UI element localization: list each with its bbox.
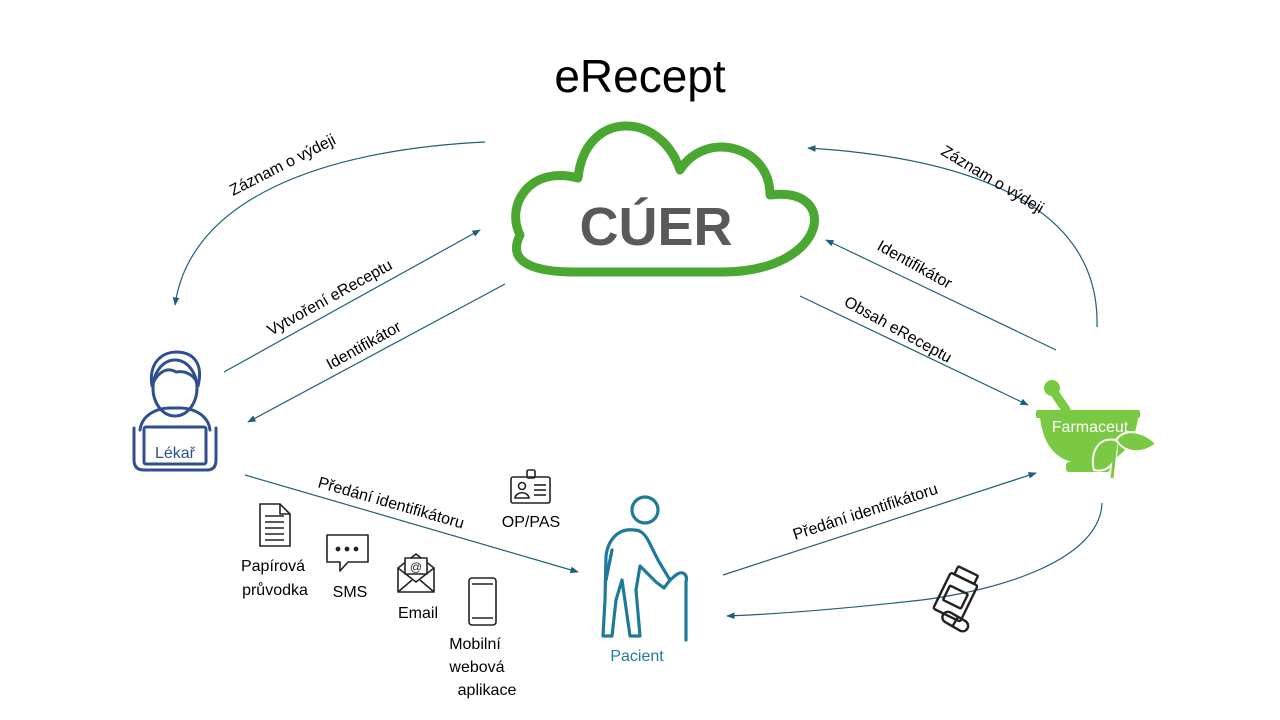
channel-mobile-line2: webová (448, 659, 504, 676)
elderly-person-icon (601, 495, 688, 642)
channel-paper-line1: Papírová (241, 558, 305, 575)
label-zaznam-right: Záznam o výdeji (938, 143, 1047, 218)
arrow-predani-left (244, 474, 579, 574)
channel-email: Email (398, 605, 438, 622)
channel-mobile-line1: Mobilní (449, 636, 501, 653)
arrow-vytvoreni (223, 229, 481, 373)
envelope-icon: @ (397, 553, 435, 593)
cloud-icon (511, 121, 819, 277)
label-obsah: Obsah eReceptu (841, 294, 954, 367)
document-icon (259, 503, 291, 547)
chat-bubble-icon (326, 534, 369, 572)
label-zaznam-left: Záznam o výdeji (227, 132, 339, 200)
label-predani-left: Předání identifikátoru (316, 475, 466, 533)
arrow-identifikator-right (825, 239, 1057, 351)
doctor-laptop-icon (132, 350, 218, 472)
cloud-label: CÚER (579, 197, 732, 257)
channel-mobile-line3: aplikace (458, 682, 517, 699)
arrow-identifikator-left (247, 283, 506, 423)
arrow-medicine-return (726, 502, 1103, 620)
channel-paper-line2: průvodka (242, 581, 308, 599)
farmaceut-label: Farmaceut (1052, 419, 1129, 436)
diagram-title: eRecept (554, 50, 726, 102)
label-identifikator-left: Identifikátor (324, 318, 405, 373)
pacient-label: Pacient (610, 648, 664, 665)
pill-bottle-icon (932, 565, 979, 633)
lekar-label: Lékař (155, 445, 196, 462)
id-card-icon (510, 469, 551, 504)
arrow-obsah (799, 295, 1029, 406)
phone-icon (468, 577, 497, 626)
label-identifikator-right: Identifikátor (874, 238, 955, 293)
svg-text:@: @ (410, 560, 422, 574)
label-predani-right: Předání identifikátoru (791, 481, 940, 544)
mortar-pestle-icon (1036, 380, 1158, 479)
channel-op-pas: OP/PAS (502, 514, 560, 531)
label-vytvoreni: Vytvoření eReceptu (265, 257, 396, 340)
channel-sms: SMS (333, 584, 368, 601)
arrow-predani-right (722, 472, 1037, 576)
arrow-zaznam-right (807, 145, 1098, 328)
arrow-zaznam-left (172, 141, 486, 306)
